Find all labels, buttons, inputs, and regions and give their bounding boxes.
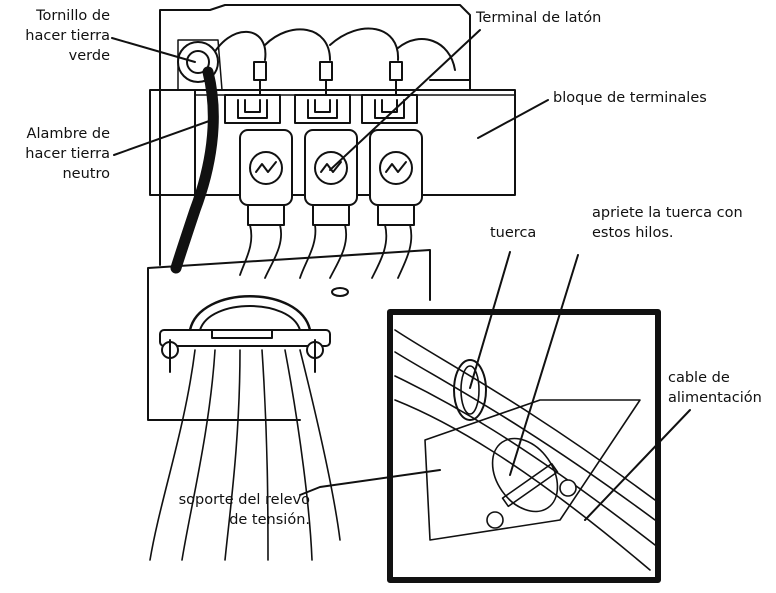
terminal-right	[361, 94, 423, 226]
strain-relief-clamp	[159, 295, 331, 373]
leader-nut	[469, 251, 511, 389]
supply-wires-upper	[239, 224, 413, 279]
terminal-left	[224, 94, 293, 226]
label-green-ground-screw: Tornillo de hacer tierra verde	[25, 8, 110, 64]
label-neutral-ground-wire: Alambre de hacer tierra neutro	[25, 126, 110, 182]
label-nut: tuerca	[490, 225, 537, 241]
mounting-plate	[147, 249, 431, 421]
leader-lines	[111, 29, 691, 521]
leader-brass-terminal	[329, 29, 481, 171]
inset-plate	[424, 399, 641, 541]
terminal-screw-left	[249, 151, 283, 185]
label-terminal-block: bloque de terminales	[553, 90, 707, 106]
top-wires	[209, 27, 456, 71]
leader-power-cable	[584, 409, 691, 521]
terminal-center	[294, 94, 358, 226]
label-strain-relief: soporte del relevo de tensión.	[178, 492, 310, 528]
leader-strain-relief	[299, 469, 441, 496]
label-tighten-nut: apriete la tuerca con estos hilos.	[592, 205, 743, 241]
power-cable-lower	[149, 349, 341, 561]
terminal-block-housing	[149, 89, 196, 196]
neutral-ground-wire	[170, 66, 219, 274]
top-screws	[253, 61, 403, 96]
inset-detail	[394, 329, 656, 571]
label-brass-terminal: Terminal de latón	[476, 10, 602, 26]
terminal-screw-center	[314, 151, 348, 185]
inset-clamp	[491, 437, 559, 513]
leader-green-screw	[111, 37, 196, 63]
inset-frame	[387, 309, 661, 583]
leader-terminal-block	[477, 99, 549, 139]
leader-neutral-wire	[113, 119, 213, 156]
label-power-cable: cable de alimentación	[668, 370, 762, 406]
leader-tighten	[509, 254, 579, 476]
inset-nut	[453, 359, 487, 421]
terminal-screw-right	[379, 151, 413, 185]
